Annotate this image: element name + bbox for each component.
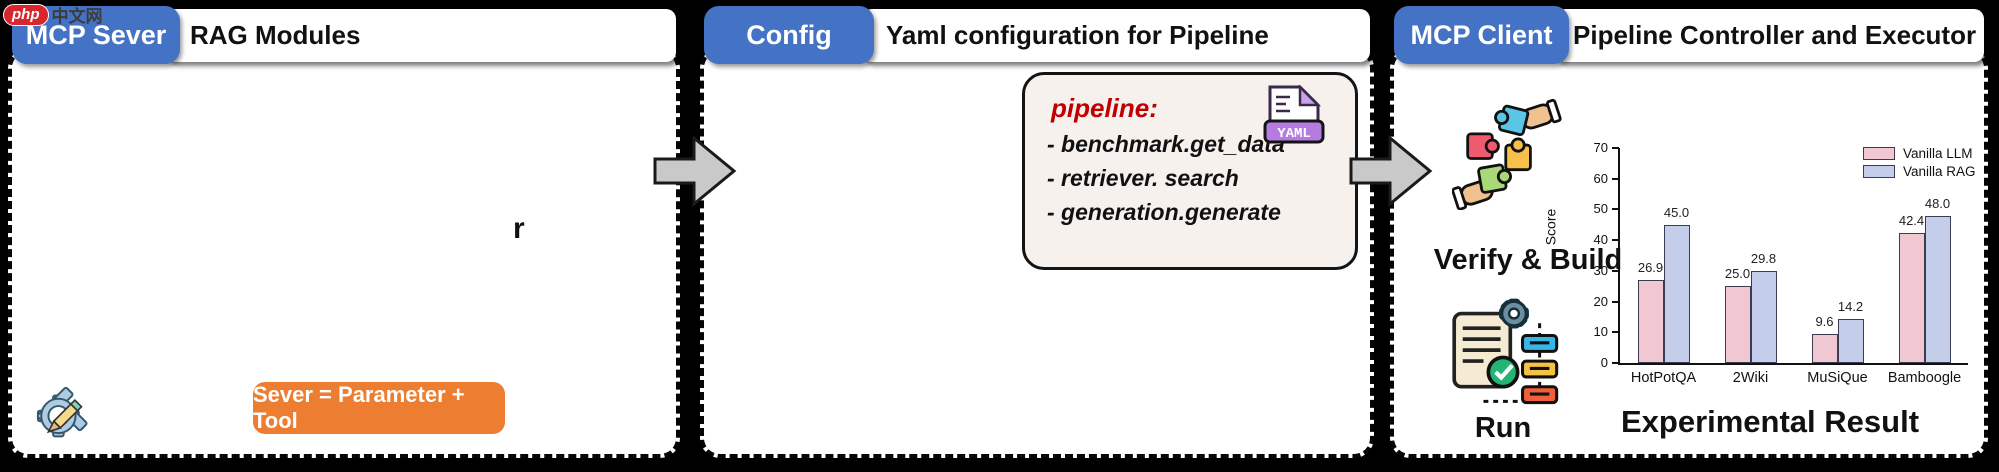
- legend-swatch: [1863, 164, 1895, 178]
- legend-item: Vanilla LLM: [1863, 144, 1976, 162]
- panel-config: Yaml configuration for Pipeline Config B…: [700, 6, 1374, 458]
- bar-value-label: 48.0: [1924, 195, 1951, 211]
- puzzle-hands-icon: [1452, 98, 1562, 210]
- bar: [1898, 232, 1925, 363]
- x-category-label: MuSiQue: [1807, 370, 1868, 386]
- y-tick-label: 50: [1593, 201, 1608, 217]
- code-line: - generation.generate: [1047, 199, 1281, 225]
- php-logo: php: [3, 3, 49, 26]
- legend-item: Vanilla RAG: [1863, 162, 1976, 180]
- watermark: php 中文网: [3, 2, 103, 27]
- chart-legend: Vanilla LLM Vanilla RAG: [1863, 144, 1976, 180]
- y-tick: [1612, 239, 1619, 242]
- bar-value-label: 26.9: [1637, 260, 1664, 276]
- code-header: pipeline:: [1051, 93, 1158, 123]
- bar: [1724, 286, 1751, 363]
- bar: [1663, 224, 1690, 363]
- custom-gear-pencil-icon: [36, 386, 88, 438]
- x-category-label: HotPotQA: [1630, 370, 1697, 386]
- y-tick: [1612, 331, 1619, 334]
- legend-swatch: [1863, 146, 1895, 160]
- bar: [1837, 319, 1864, 363]
- bar: [1924, 215, 1951, 363]
- pipeline-code-box: pipeline: - benchmark.get_data - retriev…: [1022, 72, 1358, 270]
- tab-mcp-client[interactable]: MCP Client: [1394, 6, 1569, 64]
- y-tick-label: 60: [1593, 170, 1608, 186]
- watermark-text: 中文网: [51, 7, 103, 26]
- bar-value-label: 42.4: [1898, 212, 1925, 228]
- bar: [1811, 333, 1838, 363]
- arrow-right-icon: [653, 134, 737, 208]
- y-tick-label: 30: [1593, 262, 1608, 278]
- arrow-right-icon: [1349, 134, 1433, 208]
- panel-mcp-server-title-bar: RAG Modules: [166, 9, 676, 62]
- chart-title: Experimental Result: [1620, 404, 1920, 439]
- yaml-file-icon: YAML: [1263, 85, 1325, 144]
- code-line: - retriever. search: [1047, 165, 1239, 191]
- y-tick-label: 40: [1593, 232, 1608, 248]
- code-line: - benchmark.get_data: [1047, 131, 1285, 157]
- tab-config[interactable]: Config: [704, 6, 874, 64]
- bar-value-label: 14.2: [1837, 299, 1864, 315]
- panel-mcp-client-title-bar: Pipeline Controller and Executor: [1555, 9, 1984, 62]
- bar-value-label: 25.0: [1724, 266, 1751, 282]
- verify-build-label: Verify & Build: [1433, 244, 1623, 276]
- y-tick-label: 20: [1593, 293, 1608, 309]
- yaml-badge-text: YAML: [1277, 126, 1311, 142]
- x-category-label: 2Wiki: [1732, 370, 1769, 386]
- panel-mcp-server: RAG Modules MCP Sever Corpus: [8, 6, 680, 458]
- x-category-label: Bamboogle: [1887, 370, 1962, 386]
- panel-config-title-bar: Yaml configuration for Pipeline: [862, 9, 1370, 62]
- y-axis-label: Score: [1542, 208, 1559, 246]
- bar-value-label: 45.0: [1663, 204, 1690, 220]
- y-tick: [1612, 362, 1619, 364]
- legend-label: Vanilla LLM: [1903, 145, 1973, 161]
- formula-button[interactable]: Sever = Parameter + Tool: [253, 382, 505, 434]
- y-tick: [1612, 177, 1619, 180]
- bar: [1750, 271, 1777, 363]
- y-tick-label: 0: [1600, 355, 1608, 370]
- y-tick-label: 70: [1593, 140, 1608, 155]
- run-label: Run: [1474, 412, 1532, 444]
- run-checklist-icon: [1452, 298, 1559, 405]
- panel-title: RAG Modules: [190, 20, 361, 50]
- y-tick-label: 10: [1593, 324, 1608, 340]
- panel-mcp-client: Pipeline Controller and Executor MCP Cli…: [1390, 6, 1988, 458]
- y-tick: [1612, 269, 1619, 272]
- legend-label: Vanilla RAG: [1903, 163, 1976, 179]
- y-tick: [1612, 208, 1619, 211]
- stray-character: r: [513, 212, 525, 245]
- panel-title: Yaml configuration for Pipeline: [886, 20, 1269, 50]
- y-tick: [1612, 300, 1619, 303]
- y-tick: [1612, 147, 1619, 149]
- bar: [1637, 280, 1664, 363]
- panel-title: Pipeline Controller and Executor: [1573, 20, 1977, 50]
- panel-mcp-client-body: [1390, 48, 1988, 458]
- bar-value-label: 9.6: [1815, 313, 1834, 329]
- bar-value-label: 29.8: [1750, 251, 1777, 267]
